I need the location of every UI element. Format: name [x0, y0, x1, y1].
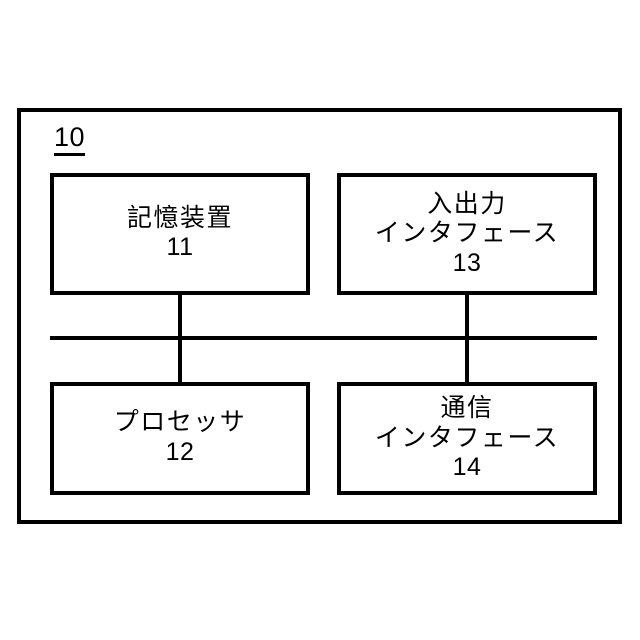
processor-label: プロセッサ	[113, 408, 247, 436]
communication-interface-label-line-1: 通信	[440, 394, 494, 423]
processor-reference-numeral: 12	[165, 437, 195, 466]
bus-line	[50, 336, 597, 340]
io-interface-label-line-2: インタフェース	[374, 219, 560, 248]
storage-device-reference-numeral: 11	[166, 233, 194, 261]
connector-storage-processor	[178, 291, 182, 386]
component-box-communication-interface: 通信 インタフェース 14	[337, 382, 597, 495]
io-interface-label-line-1: 入出力	[427, 189, 507, 218]
storage-device-label: 記憶装置	[126, 203, 233, 232]
component-box-storage-device: 記憶装置 11	[50, 173, 310, 295]
component-box-processor: プロセッサ 12	[50, 382, 310, 495]
communication-interface-label-line-2: インタフェース	[374, 423, 560, 452]
component-box-io-interface: 入出力 インタフェース 13	[337, 173, 597, 295]
system-reference-numeral: 10	[54, 122, 86, 156]
io-interface-reference-numeral: 13	[452, 248, 482, 277]
connector-io-communication	[465, 291, 469, 386]
communication-interface-reference-numeral: 14	[452, 453, 482, 482]
